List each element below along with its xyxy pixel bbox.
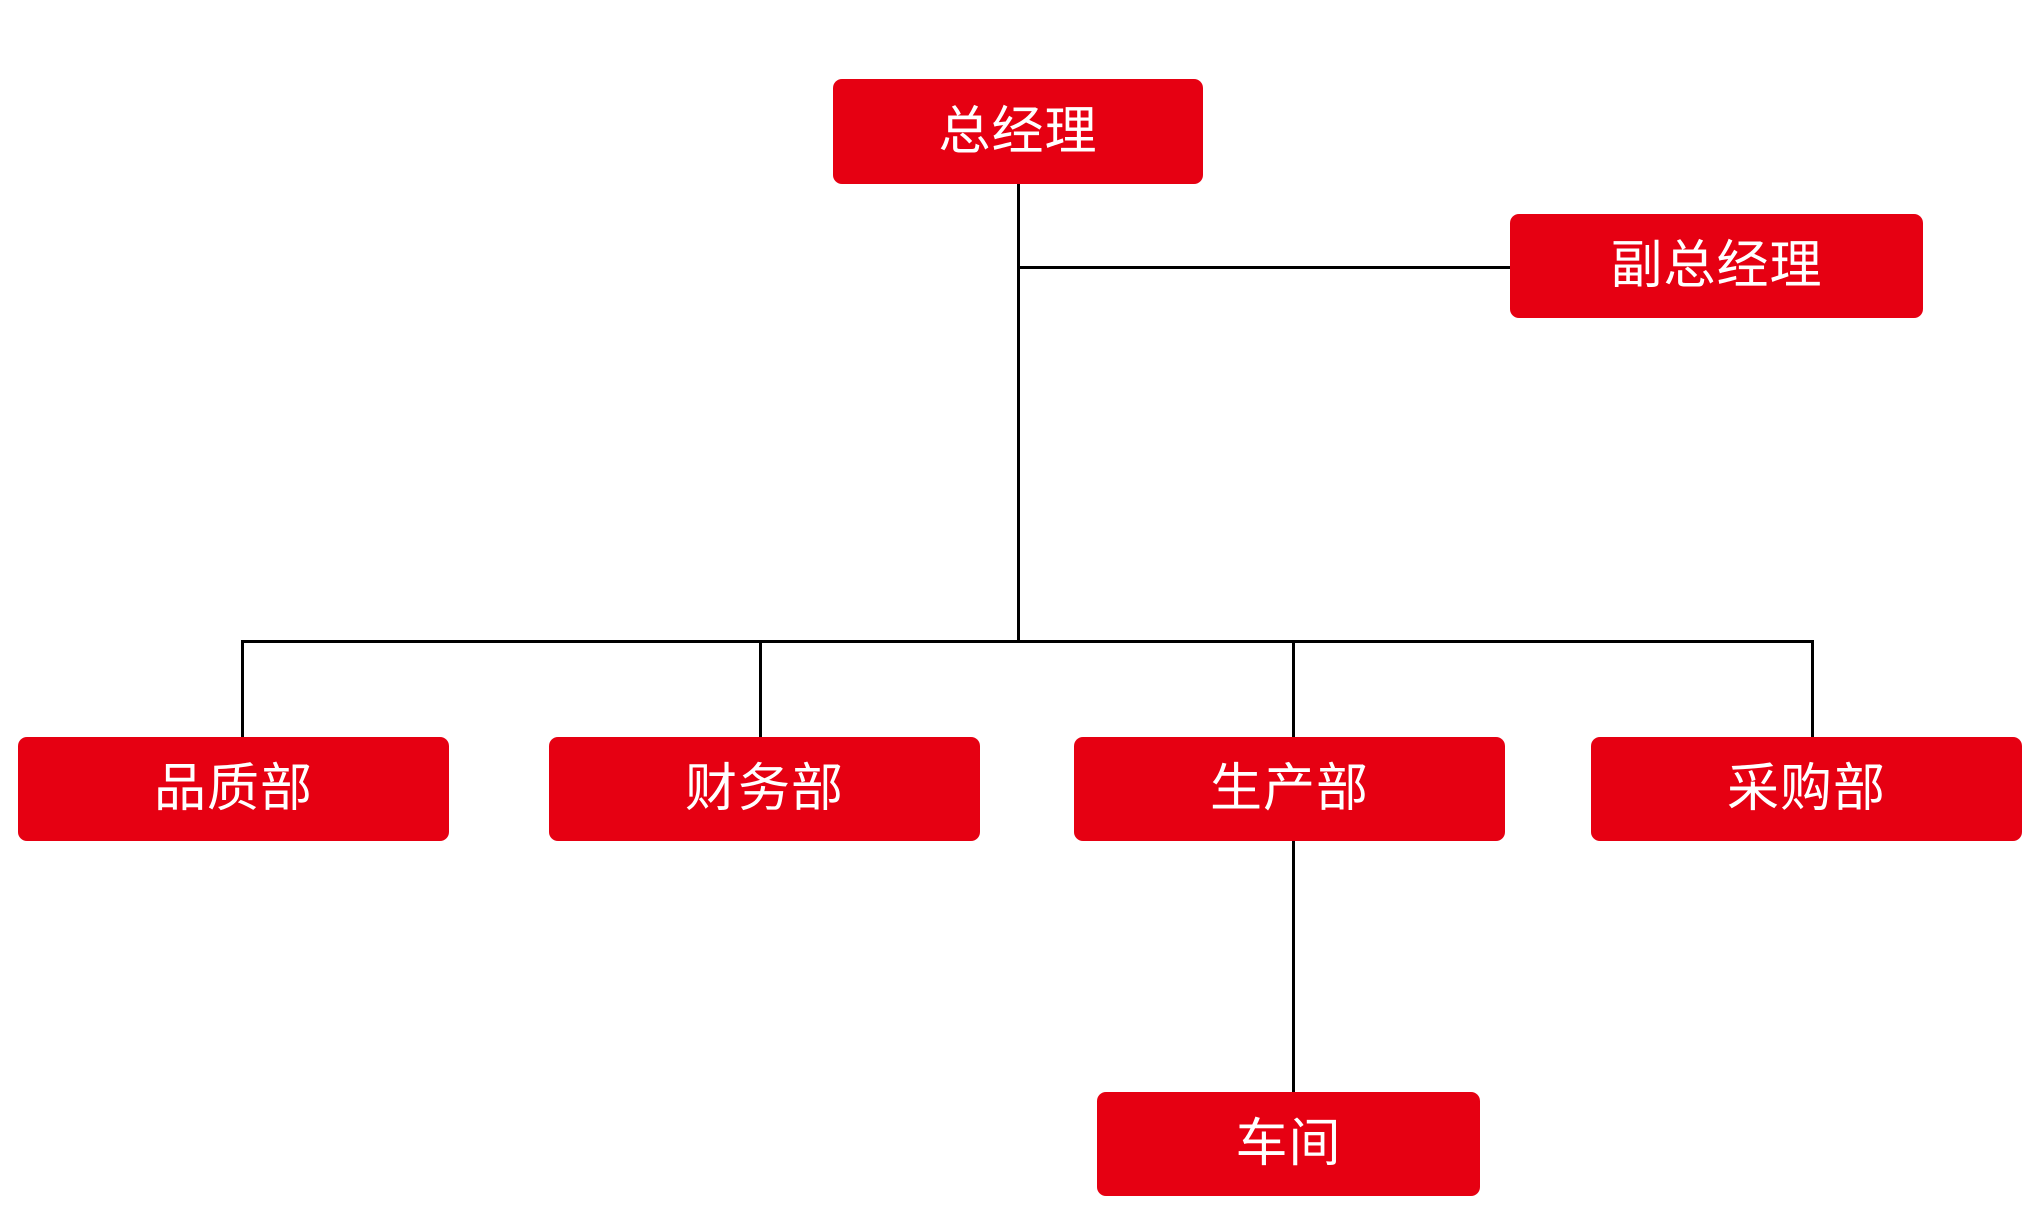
node-label: 总经理 bbox=[938, 101, 1098, 162]
connector-production-workshop bbox=[1292, 841, 1295, 1092]
node-general-manager: 总经理 bbox=[833, 79, 1203, 184]
connector-deputy-branch bbox=[1017, 266, 1511, 269]
node-deputy-general-manager: 副总经理 bbox=[1510, 214, 1923, 318]
connector-drop-production bbox=[1292, 640, 1295, 738]
node-label: 生产部 bbox=[1209, 759, 1369, 819]
connector-drop-finance bbox=[759, 640, 762, 738]
connector-department-bus bbox=[241, 640, 1814, 643]
connector-root-trunk bbox=[1017, 184, 1020, 643]
node-label: 车间 bbox=[1235, 1114, 1342, 1174]
node-label: 财务部 bbox=[684, 759, 844, 819]
connector-drop-quality bbox=[241, 640, 244, 738]
node-label: 品质部 bbox=[153, 759, 313, 819]
node-workshop: 车间 bbox=[1097, 1092, 1480, 1196]
node-production-department: 生产部 bbox=[1074, 737, 1505, 841]
node-purchasing-department: 采购部 bbox=[1591, 737, 2022, 841]
connector-drop-purchasing bbox=[1811, 640, 1814, 738]
node-finance-department: 财务部 bbox=[549, 737, 980, 841]
node-label: 采购部 bbox=[1726, 759, 1886, 819]
node-quality-department: 品质部 bbox=[18, 737, 449, 841]
node-label: 副总经理 bbox=[1610, 236, 1823, 296]
